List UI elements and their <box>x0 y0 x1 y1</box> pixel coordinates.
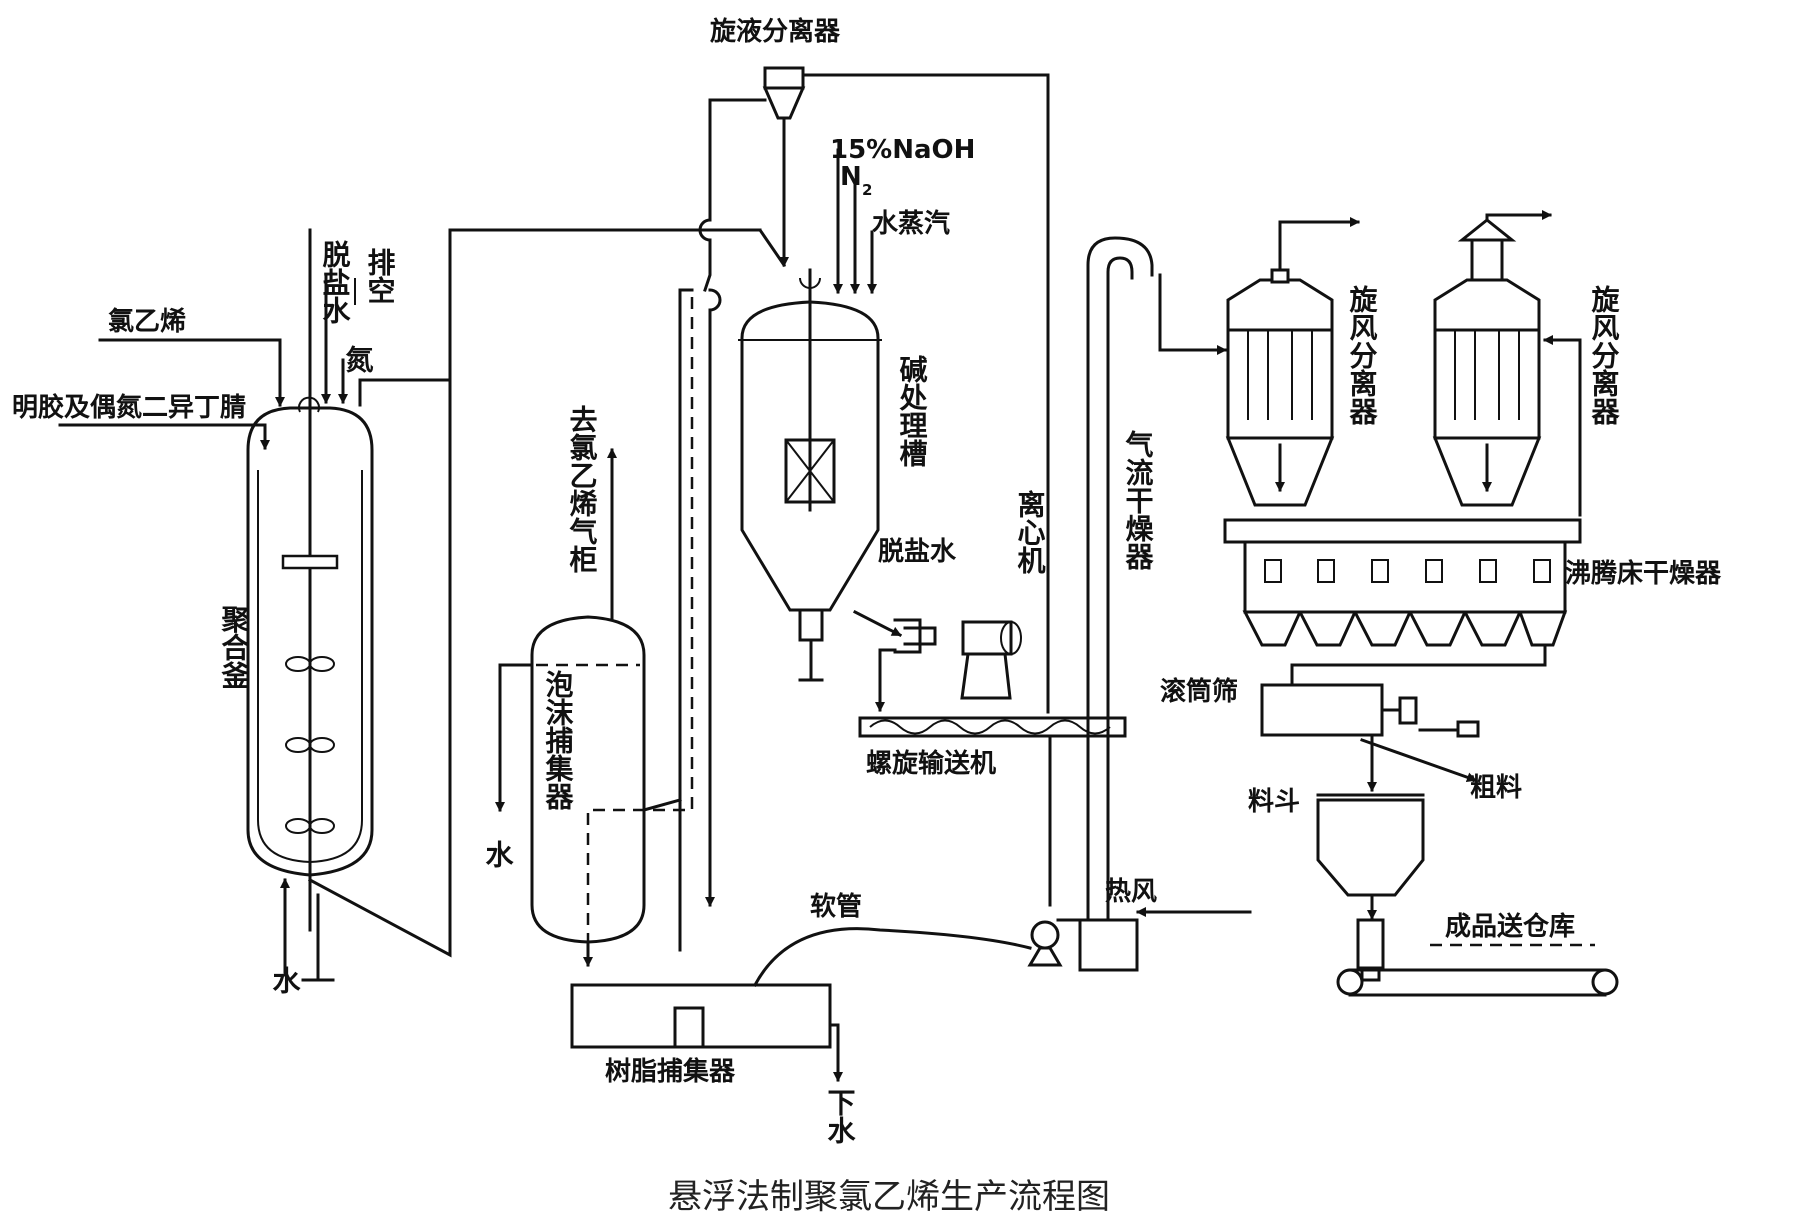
alkali-treatment-tank <box>738 148 903 682</box>
label-n2-subscript: 2 <box>862 181 872 199</box>
airflow-dryer <box>1078 236 1252 972</box>
label-naoh: 15%NaOH <box>830 135 975 165</box>
label-resin-catcher: 树脂捕集器 <box>605 1056 736 1087</box>
label-to-vcm-holder: 去氯乙烯气柜 <box>566 405 599 573</box>
label-drain: 下水 <box>824 1088 857 1144</box>
label-cyclone-liquid-separator: 旋液分离器 <box>710 16 841 47</box>
cyclone-separator-1 <box>1225 217 1360 507</box>
belt-conveyor <box>1336 943 1619 997</box>
label-screw-conveyor: 螺旋输送机 <box>866 748 996 779</box>
label-polymerizer: 聚合釜 <box>218 605 251 689</box>
label-coarse-material: 粗料 <box>1470 773 1522 803</box>
label-demin-water-top: 脱盐水 <box>319 240 352 324</box>
label-hose: 软管 <box>810 892 862 922</box>
label-steam: 水蒸汽 <box>872 209 950 239</box>
vertical-labels: 脱盐水 排空 氮 聚合釜 水 去氯乙烯气柜 水 泡沫捕集器 碱处理槽 离心机 气… <box>218 240 1621 1144</box>
label-nitrogen: 氮 <box>342 345 375 373</box>
label-foam-catcher: 泡沫捕集器 <box>542 669 575 811</box>
label-vent: 排空 <box>364 248 397 304</box>
label-airflow-dryer: 气流干燥器 <box>1122 430 1155 571</box>
label-gelatin-initiator: 明胶及偶氮二异丁腈 <box>12 392 246 423</box>
polymerization-reactor <box>58 228 762 982</box>
cyclone-liquid-separator <box>698 66 1050 907</box>
screw-conveyor <box>858 716 1127 907</box>
centrifuge <box>875 618 1022 712</box>
label-centrifuge: 离心机 <box>1014 489 1047 575</box>
label-hot-air: 热风 <box>1105 877 1157 907</box>
label-drum-screen: 滚筒筛 <box>1160 676 1238 707</box>
label-alkali-tank: 碱处理槽 <box>896 355 929 468</box>
foam-catcher <box>495 288 694 967</box>
label-water-out: 水 <box>482 840 515 868</box>
label-water-in: 水 <box>269 966 302 994</box>
label-product-to-warehouse: 成品送仓库 <box>1445 911 1575 942</box>
label-n2: N <box>840 162 862 192</box>
drum-screen <box>1260 683 1480 792</box>
label-hopper: 料斗 <box>1248 787 1300 817</box>
label-cyclone-sep-1: 旋风分离器 <box>1346 285 1379 426</box>
cyclone-separator-2 <box>1432 210 1582 517</box>
resin-catcher <box>570 927 1032 1082</box>
diagram-title: 悬浮法制聚氯乙烯生产流程图 <box>668 1177 1110 1217</box>
fluid-bed-dryer <box>1223 518 1582 692</box>
label-cyclone-sep-2: 旋风分离器 <box>1588 285 1621 426</box>
hopper <box>1316 793 1425 982</box>
label-vinyl-chloride: 氯乙烯 <box>108 306 186 337</box>
label-fluid-bed-dryer: 沸腾床干燥器 <box>1565 558 1722 589</box>
label-demin-water-mid: 脱盐水 <box>878 537 957 567</box>
labels: 旋液分离器 15%NaOH N 2 水蒸汽 氯乙烯 明胶及偶氮二异丁腈 热风 软… <box>12 16 1722 1217</box>
